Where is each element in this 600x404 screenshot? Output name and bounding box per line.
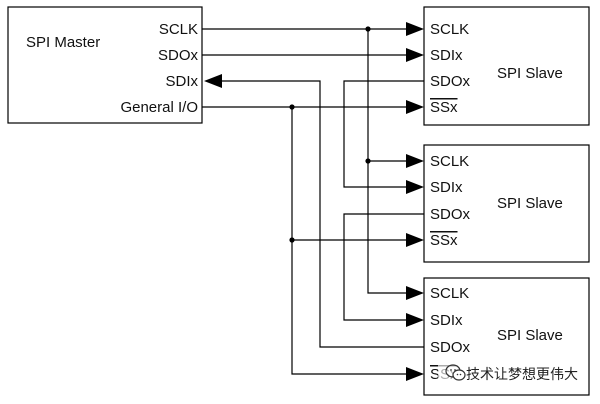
slave-1-pin-ss: SSx: [430, 99, 458, 116]
arrow-master-sdi: [204, 74, 222, 88]
slave-2-title: SPI Slave: [497, 195, 563, 212]
slave-3-title: SPI Slave: [497, 327, 563, 344]
arrow-slave3-sdi: [406, 313, 424, 327]
arrow-slave3-ss: [406, 367, 424, 381]
watermark: 技术让梦想更伟大: [438, 362, 584, 384]
watermark-backdrop: [438, 362, 584, 384]
master-pin-sdo: SDOx: [158, 47, 199, 64]
master-pin-sclk: SCLK: [159, 21, 198, 38]
slave-2-pin-ss: SSx: [430, 232, 458, 249]
arrow-slave2-sclk: [406, 154, 424, 168]
slave1-sdo-to-slave2-sdi-wire: [343, 80, 424, 188]
slave-3-pin-sdo: SDOx: [430, 339, 471, 356]
junction-dot: [365, 158, 371, 164]
slave2-sdo-to-slave3-sdi-wire: [343, 213, 424, 321]
arrow-slave3-sclk: [406, 286, 424, 300]
junction-dot: [289, 104, 295, 110]
junctions: [289, 26, 371, 243]
arrowheads: [204, 22, 424, 381]
slave-2-pin-sdi: SDIx: [430, 179, 463, 196]
junction-dot: [289, 237, 295, 243]
spi-slave-2-box: [423, 144, 590, 263]
slave3-sdo-to-master-sdi-wire: [222, 80, 424, 348]
master-title: SPI Master: [26, 34, 100, 51]
master-pin-sdi: SDIx: [165, 73, 198, 90]
watermark-text: 技术让梦想更伟大: [466, 367, 578, 383]
spi-slave-1-box: [423, 6, 590, 126]
arrow-slave1-sdi: [406, 48, 424, 62]
sclk-bus-wire: [367, 29, 406, 294]
slave-2-pin-sclk: SCLK: [430, 153, 469, 170]
spi-master-box: [7, 6, 203, 124]
slave-3-pin-sdi: SDIx: [430, 312, 463, 329]
slave-1-pin-sdo: SDOx: [430, 73, 471, 90]
slave-3-pin-sclk: SCLK: [430, 285, 469, 302]
slave-1-title: SPI Slave: [497, 65, 563, 82]
slave-1-pin-sclk: SCLK: [430, 21, 469, 38]
arrow-slave2-ss: [406, 233, 424, 247]
arrow-slave1-ss: [406, 100, 424, 114]
wechat-icon: [445, 364, 466, 381]
arrow-slave1-sclk: [406, 22, 424, 36]
gpio-bus-wire: [291, 107, 406, 375]
slave-2-pin-sdo: SDOx: [430, 206, 471, 223]
wires: [202, 28, 424, 375]
junction-dot: [365, 26, 371, 32]
slave-1-pin-sdi: SDIx: [430, 47, 463, 64]
arrow-slave2-sdi: [406, 180, 424, 194]
master-pin-general-io: General I/O: [120, 99, 198, 116]
